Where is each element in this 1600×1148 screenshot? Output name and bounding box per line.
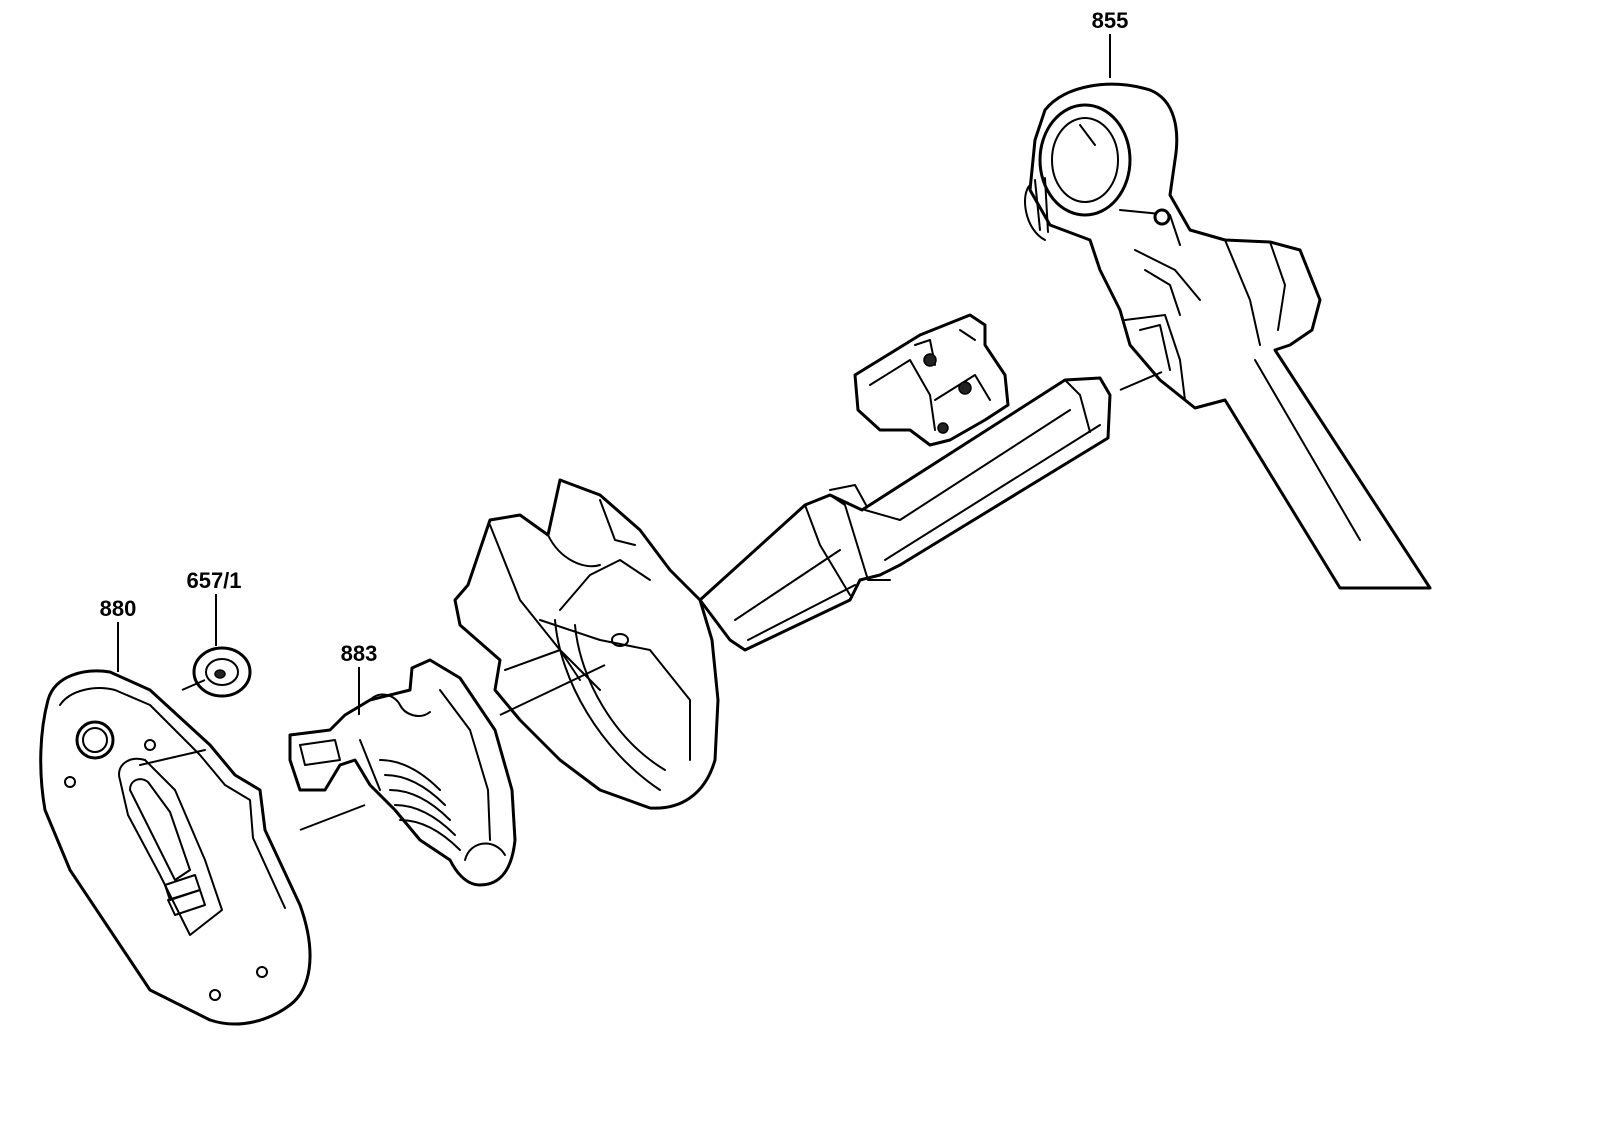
part-connector-plug	[853, 313, 1010, 447]
callout-label-880: 880	[100, 596, 137, 621]
callout-label-657-1: 657/1	[186, 568, 241, 593]
alignment-lines	[181, 371, 1163, 831]
part-855-handle	[1024, 82, 1432, 590]
part-883-bracket	[288, 658, 517, 887]
callout-label-883: 883	[341, 641, 378, 666]
callout-label-855: 855	[1092, 8, 1129, 33]
part-880-end-cover	[39, 669, 312, 1026]
part-657-1-washer	[192, 646, 252, 698]
part-main-tube	[698, 376, 1112, 652]
part-central-housing	[453, 478, 731, 810]
callout-leaders	[117, 34, 1111, 715]
